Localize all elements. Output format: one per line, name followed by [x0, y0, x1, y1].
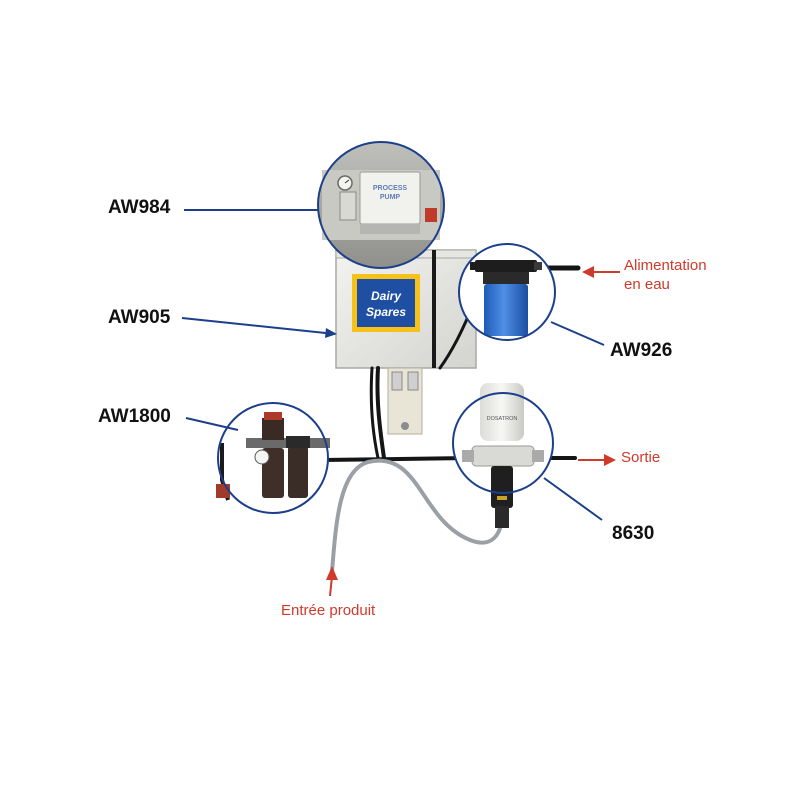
pump-gauge-needle — [344, 179, 350, 184]
dosatron-suction — [495, 506, 509, 528]
arrow-water-in-head — [582, 266, 594, 278]
note-product-in: Entrée produit — [281, 602, 376, 619]
dosatron-callout-bg — [453, 393, 553, 493]
note-water-in-line2: en eau — [624, 276, 670, 293]
cabinet: Dairy Spares — [335, 249, 477, 369]
red-arrows — [326, 266, 620, 597]
note-water-in-line1: Alimentation — [624, 257, 707, 274]
dosatron-manifold — [471, 445, 535, 467]
filter-collar — [483, 272, 529, 284]
dosatron-outlet-fitting — [532, 450, 544, 462]
filter-callout — [458, 243, 556, 341]
dosatron-brand-text: DOSATRON — [487, 416, 518, 422]
plate-bolt — [401, 422, 409, 430]
filter-head — [475, 260, 537, 272]
dairy-spares-logo: Dairy Spares — [352, 274, 420, 332]
pump-plate-line2: PUMP — [380, 194, 401, 201]
dosatron-ring — [497, 496, 507, 500]
dosatron-inlet-fitting — [462, 450, 474, 462]
pump-callout: PROCESS PUMP — [317, 141, 445, 269]
label-aw1800: AW1800 — [98, 406, 171, 427]
leader-filter — [550, 321, 605, 346]
logo-text-line2: Spares — [366, 305, 406, 319]
filter-callout-ring — [458, 243, 556, 341]
tube-horizontal-main — [320, 456, 472, 462]
mounting-plate — [387, 367, 423, 435]
regulator-gauge-icon — [254, 449, 270, 465]
regulator-cap — [264, 412, 282, 420]
label-8630: 8630 — [612, 523, 655, 544]
filter-port-left — [470, 262, 478, 270]
logo-text-line1: Dairy — [371, 289, 402, 303]
leader-cabinet-arrowhead — [325, 328, 337, 338]
leader-dosatron — [543, 477, 603, 521]
tube-cabinet-down — [375, 366, 386, 460]
pump-manifold — [339, 191, 357, 221]
label-aw926: AW926 — [610, 340, 673, 361]
pump-callout-ring — [317, 141, 445, 269]
leader-regulator — [185, 417, 239, 431]
arrow-outlet-head — [604, 454, 616, 466]
lubricator-bowl — [288, 446, 308, 498]
leader-cabinet — [181, 317, 336, 335]
pump-plate-line1: PROCESS — [373, 185, 408, 192]
dosatron-callout-ring — [452, 392, 554, 494]
logo-blue-panel — [357, 279, 415, 327]
regulator-callout — [216, 402, 330, 514]
filter-port-right — [534, 262, 542, 270]
note-outlet: Sortie — [621, 449, 661, 466]
product-hose — [330, 458, 505, 574]
dosatron-injector — [491, 466, 513, 508]
filter-bowl — [484, 284, 528, 336]
arrow-product-head — [326, 566, 338, 580]
regulator-callout-ring — [217, 402, 329, 514]
dosatron-callout: DOSATRON — [452, 383, 554, 528]
fitting-right — [407, 371, 419, 391]
regulator-knob — [262, 418, 284, 440]
dosatron-upper-body — [480, 383, 524, 441]
pump-base — [360, 224, 420, 234]
pump-red-part — [425, 208, 437, 222]
label-aw905: AW905 — [108, 307, 171, 328]
tube-cabinet-down-2 — [369, 366, 380, 460]
fitting-left — [391, 371, 403, 391]
lubricator-head — [286, 436, 310, 448]
label-aw984: AW984 — [108, 197, 171, 218]
leader-lines — [181, 209, 605, 521]
